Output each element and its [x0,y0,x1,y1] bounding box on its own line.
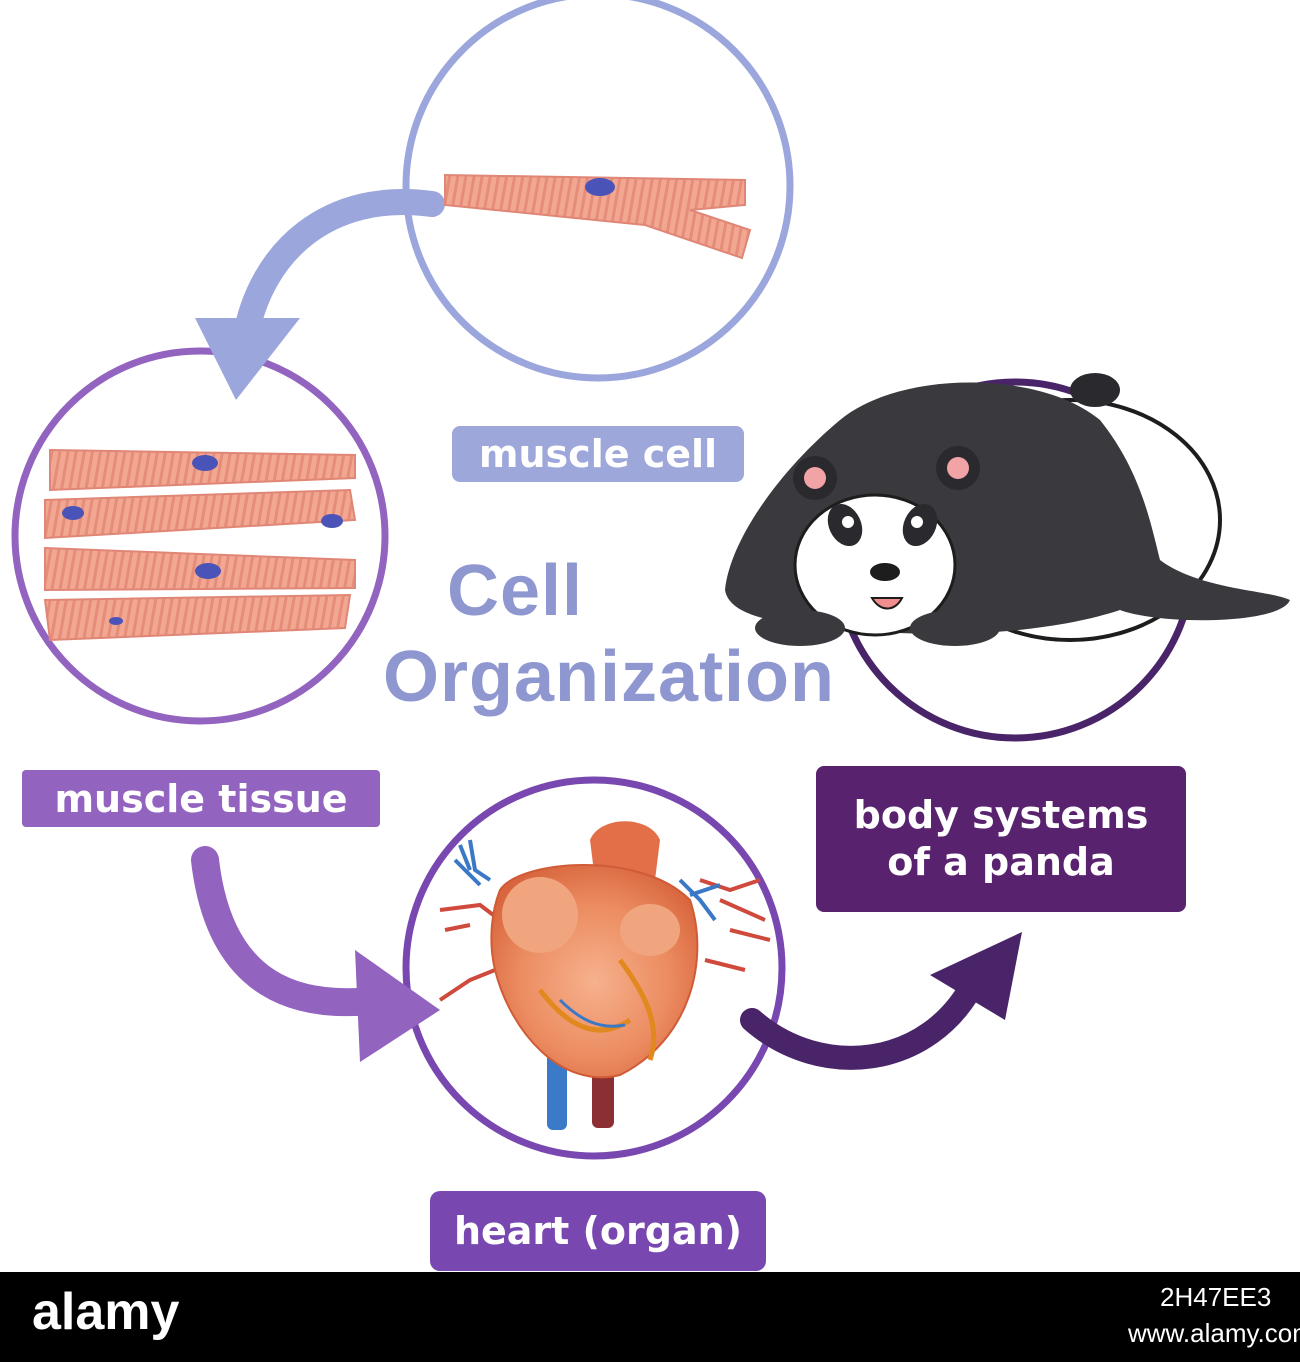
footer-url: www.alamy.com [1128,1318,1300,1348]
muscle-cell-label: muscle cell [452,426,744,482]
heart-circle [402,776,786,1160]
heart-organ-label: heart (organ) [430,1191,766,1271]
muscle-tissue-circle [11,347,389,725]
muscle-cell-circle [402,0,794,382]
body-systems-label: body systems of a panda [816,766,1186,912]
muscle-cell-icon [444,173,752,260]
watermark-footer: alamy 2H47EE3 www.alamy.com [0,1272,1300,1362]
body-systems-line-1: body systems [853,792,1149,837]
heart-icon [438,821,771,1130]
cell-organization-diagram [11,0,1290,1160]
arrow-tissue-to-heart [191,846,440,1062]
body-systems-line-2: of a panda [887,840,1115,884]
image-id: 2H47EE3 [1160,1282,1272,1312]
panda-icon [725,373,1290,646]
diagram-title-line-1: Cell [447,551,584,631]
arrow-cell-to-tissue [195,189,445,400]
alamy-logo: alamy [32,1283,180,1341]
muscle-tissue-icon [43,448,357,642]
arrow-heart-to-body [740,932,1022,1070]
diagram-title-line-2: Organization [383,637,836,717]
muscle-tissue-label: muscle tissue [22,770,380,827]
